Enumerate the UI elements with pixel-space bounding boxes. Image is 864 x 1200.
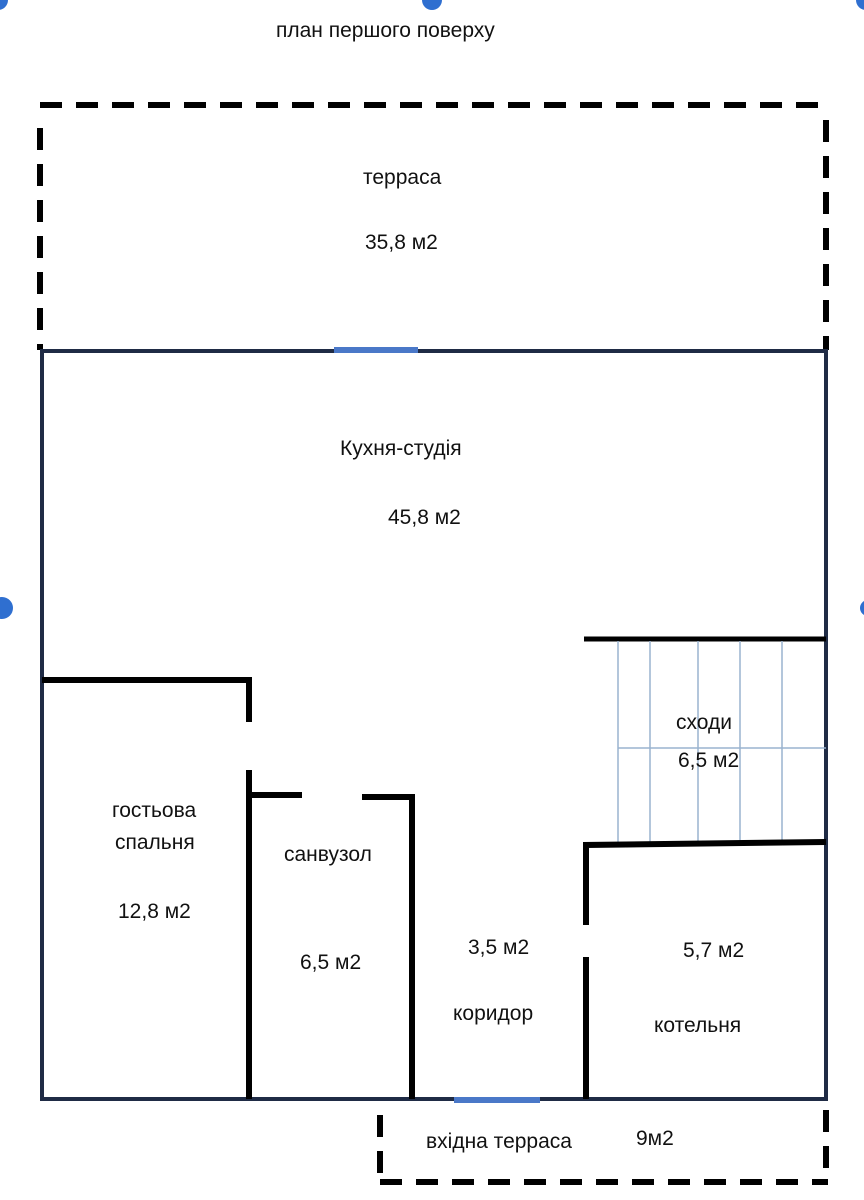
bathroom-label: санвузол — [284, 843, 372, 866]
corridor-area: 3,5 м2 — [468, 936, 530, 959]
entrance-terrace-outline — [377, 1110, 829, 1185]
handle-middle-right — [860, 601, 864, 615]
terrace-label: терраса — [363, 166, 442, 189]
corridor-label: коридор — [453, 1002, 534, 1025]
building-outer-wall — [40, 349, 828, 1101]
guest-bedroom-area: 12,8 м2 — [118, 900, 191, 923]
stairs-drawing — [584, 636, 826, 842]
boiler-room-area: 5,7 м2 — [683, 939, 745, 962]
terrace-outline — [37, 102, 829, 350]
terrace-area: 35,8 м2 — [365, 231, 438, 254]
bathroom-area: 6,5 м2 — [300, 951, 362, 974]
boiler-room-walls — [583, 839, 827, 1099]
bathroom-walls — [249, 792, 415, 1099]
kitchen-studio-area: 45,8 м2 — [388, 506, 461, 529]
handle-middle-left — [0, 597, 13, 619]
handle-top-right — [856, 0, 864, 10]
stairs-label: сходи — [676, 711, 732, 734]
entrance-terrace-area: 9м2 — [636, 1127, 674, 1150]
boiler-room-label: котельня — [654, 1014, 742, 1037]
kitchen-studio-label: Кухня-студія — [340, 437, 462, 460]
guest-bedroom-label-line1: гостьова — [112, 799, 197, 822]
entrance-terrace-label: вхідна терраса — [426, 1130, 572, 1153]
selection-handles[interactable] — [0, 0, 864, 619]
stairs-area: 6,5 м2 — [678, 749, 740, 772]
handle-top-center — [422, 0, 442, 10]
guest-bedroom-label-line2: спальня — [115, 831, 195, 854]
plan-title: план першого поверху — [276, 19, 495, 42]
handle-top-left — [0, 0, 8, 10]
guest-bedroom-walls — [42, 677, 252, 1099]
